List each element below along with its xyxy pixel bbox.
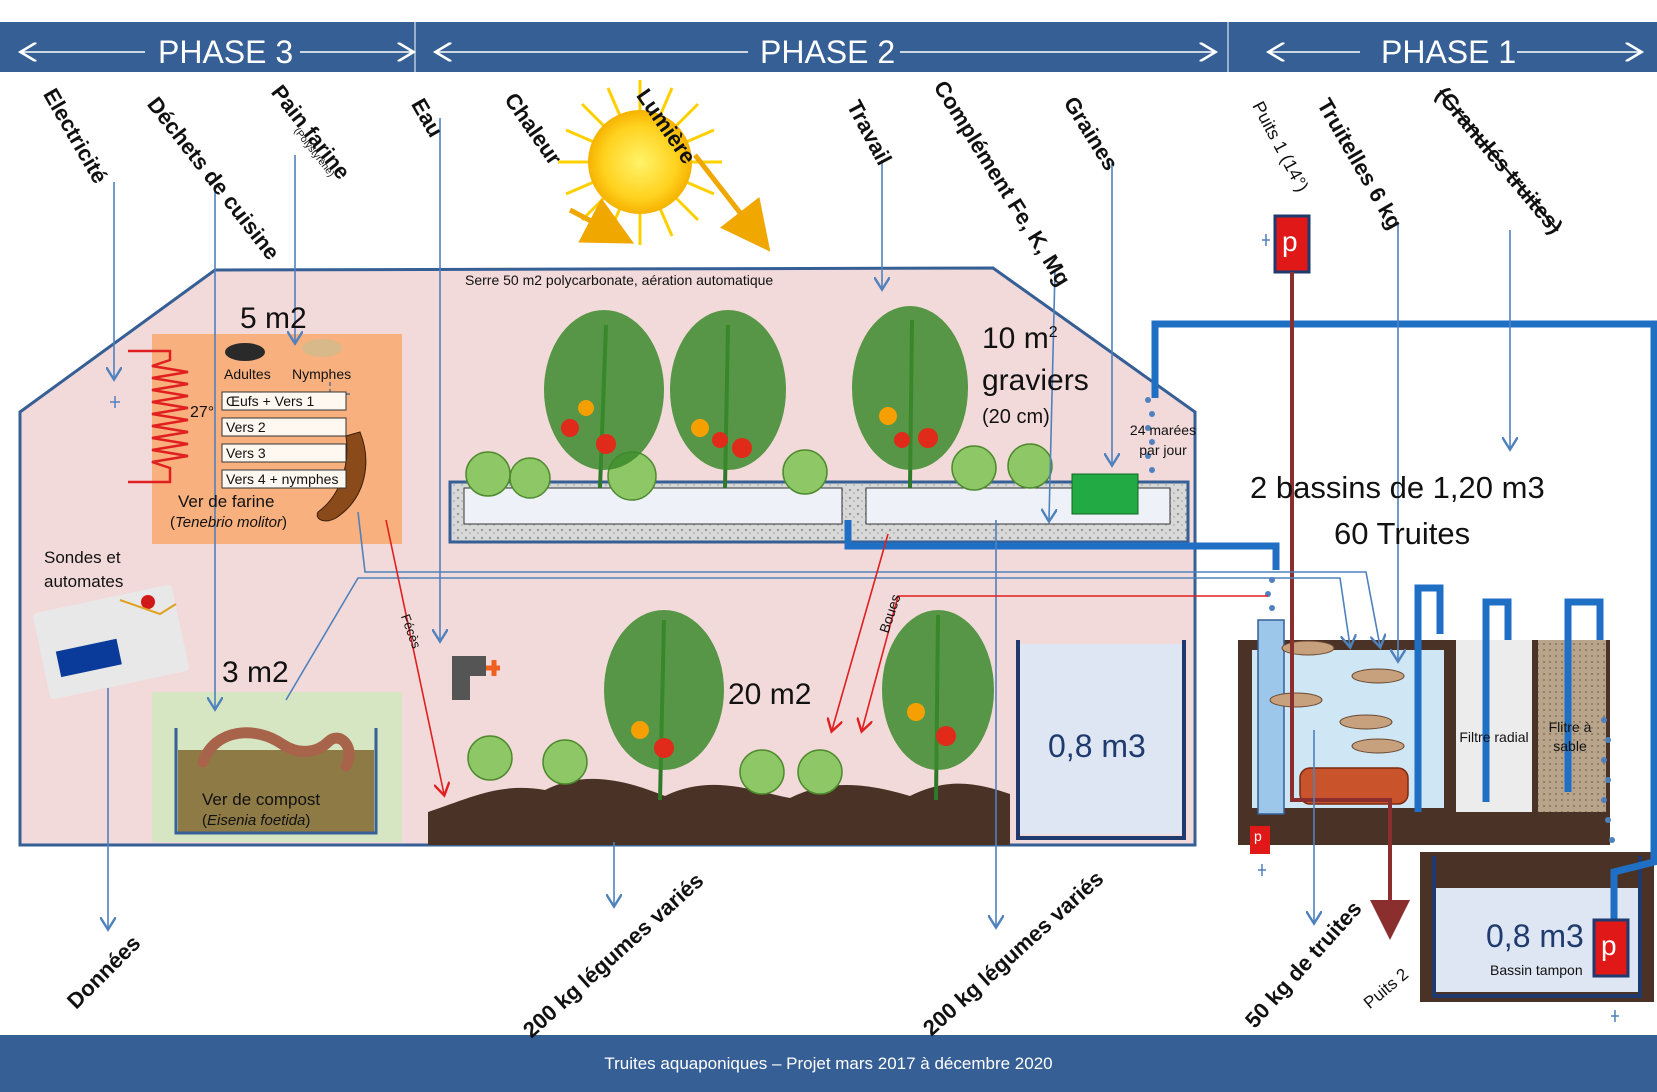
radial-filter [1456, 640, 1532, 812]
pump-label: p [1254, 828, 1262, 844]
phase-1-title: PHASE 1 [1381, 34, 1517, 70]
pump-icon [1250, 826, 1270, 854]
mealworm-area [152, 334, 402, 544]
drip-valve-icon [452, 656, 486, 700]
compost-latin: (Eisenia foetida) [202, 812, 311, 829]
buffer-label: Bassin tampon [1490, 962, 1583, 978]
supply-pipe [844, 520, 1280, 570]
compost-area-label: 3 m2 [222, 656, 289, 689]
temperature-label: 27° [190, 404, 215, 421]
phase-2-title: PHASE 2 [760, 34, 896, 70]
stage-nymphes: Nymphes [292, 366, 352, 382]
trout-icon [1269, 640, 1405, 754]
sensor-board-icon [33, 584, 189, 700]
greenhouse-title: Serre 50 m2 polycarbonate, aération auto… [465, 272, 774, 288]
soil-bed [428, 778, 1010, 845]
footer-caption: Truites aquaponiques – Projet mars 2017 … [604, 1054, 1053, 1073]
pump-label: p [1601, 930, 1617, 961]
beetle-adult-icon [225, 343, 265, 361]
sensors-label: Sondes et automates [44, 548, 124, 591]
tomato-plant-icon [604, 610, 994, 801]
gravel-label: graviers [982, 364, 1089, 397]
well-pipe [1290, 272, 1410, 940]
mealworm-area-label: 5 m2 [240, 302, 307, 335]
basins-label: 2 bassins de 1,20 m3 [1250, 470, 1545, 505]
sand-filter [1538, 640, 1606, 812]
stage-vers4: Vers 4 + nymphes [226, 471, 339, 487]
tank-small-volume: 0,8 m3 [1048, 728, 1146, 764]
coil-icon [1299, 767, 1409, 805]
water-tank-small [1018, 644, 1182, 834]
pump-icon [1273, 214, 1311, 274]
return-pipe [1151, 320, 1657, 944]
tomato-plant-icon [544, 306, 968, 489]
trout-count-label: 60 Truites [1334, 516, 1471, 551]
gravel-area-label: 10 m2 [982, 322, 1058, 355]
mealworm-latin: (Tenebrio molitor) [170, 514, 287, 531]
compost-name: Ver de compost [202, 790, 321, 809]
tides-label: 24 marées par jour [1129, 422, 1197, 458]
heater-icon [128, 349, 189, 484]
pupa-icon [302, 339, 342, 357]
gravel-depth: (20 cm) [982, 406, 1050, 428]
lettuce-icon [465, 443, 1053, 501]
pump-label: p [1282, 226, 1298, 257]
soil-area-label: 20 m2 [728, 678, 812, 711]
stage-vers2: Vers 2 [226, 419, 266, 435]
tray-icon [1071, 473, 1139, 515]
stage-oeufs: Œufs + Vers 1 [226, 393, 315, 409]
phase-banner [0, 22, 1657, 72]
stage-vers3: Vers 3 [226, 445, 266, 461]
earthworm-icon [197, 727, 355, 772]
phase-3-title: PHASE 3 [158, 34, 294, 70]
stage-adultes: Adultes [224, 366, 271, 382]
lettuce-icon [467, 735, 843, 795]
sand-filter-label: Flitre à sable [1548, 719, 1592, 754]
pump-icon [1592, 918, 1630, 978]
footer-banner [0, 1035, 1657, 1092]
radial-filter-label: Filtre radial [1459, 729, 1529, 745]
mealworm-name: Ver de farine [178, 492, 275, 511]
sun-icon [558, 80, 771, 252]
buffer-volume: 0,8 m3 [1486, 918, 1584, 954]
